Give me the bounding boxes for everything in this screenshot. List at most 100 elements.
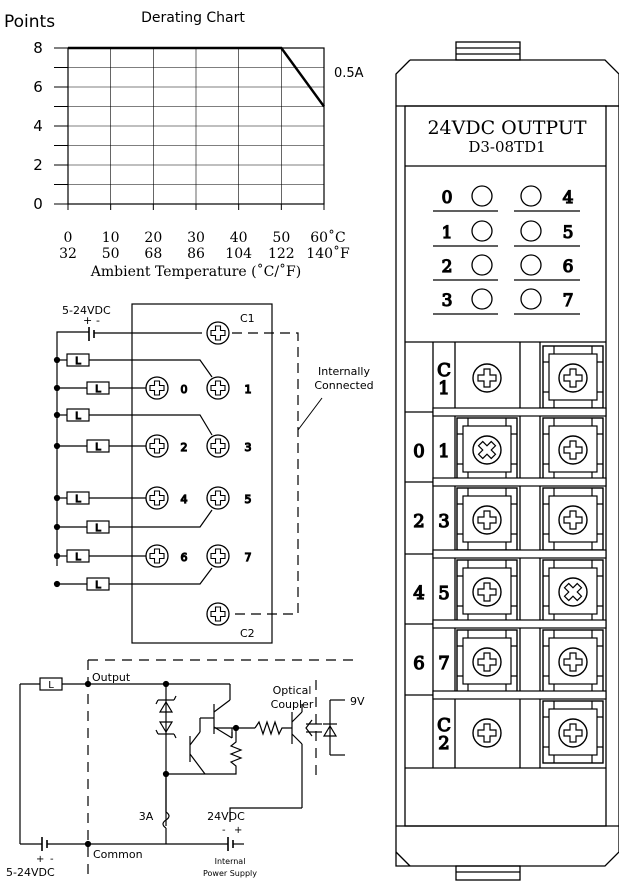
chart-y-tick-label: 8 <box>33 39 43 57</box>
module-row-inner-label: 5 <box>438 583 449 604</box>
wiring-internally-label: Internally <box>318 365 370 378</box>
module-row-inner-label: C <box>437 715 451 736</box>
chart-x-tick-label-f: 68 <box>144 246 162 262</box>
chart-x-tick-label-c: 20 <box>144 230 162 246</box>
wiring-terminal-screw <box>206 434 230 458</box>
chart-x-tick-label-f: 140˚F <box>306 245 350 262</box>
module-row-separator <box>432 477 607 487</box>
chart-x-tick-label-c: 50 <box>272 230 290 246</box>
chart-y-tick-label: 2 <box>33 156 43 174</box>
chart-x-tick-label-f: 86 <box>187 246 205 262</box>
wiring-terminal-screw <box>206 602 230 626</box>
wiring-terminal-label: 2 <box>181 441 188 454</box>
wiring-terminal-screw <box>206 486 230 510</box>
module-title: 24VDC OUTPUT <box>427 117 586 139</box>
module-terminal-screw <box>472 505 502 535</box>
wiring-terminal-label: 1 <box>245 383 252 396</box>
wiring-minus-label: - <box>96 314 100 327</box>
wiring-terminal-screw <box>206 544 230 568</box>
wiring-terminal-label: 5 <box>245 493 252 506</box>
module-terminal-screw <box>558 718 588 748</box>
module-terminal-screw <box>472 577 502 607</box>
module-terminal-screw <box>472 435 502 465</box>
chart-x-tick-label-f: 104 <box>225 246 252 262</box>
chart-grid <box>68 48 324 204</box>
schematic-fuse-label: 3A <box>139 810 154 823</box>
module-led-label-left: 0 <box>442 188 453 208</box>
wiring-load-label: L <box>75 552 81 563</box>
module-terminal-screw <box>558 647 588 677</box>
module-row-left-label: 0 <box>413 441 424 462</box>
wiring-lead <box>89 359 213 378</box>
wiring-module-outline <box>131 303 273 644</box>
chart-y-axis-label: Points <box>4 12 55 32</box>
wiring-terminal-label: 7 <box>245 551 252 564</box>
wiring-terminal-screw <box>145 376 169 400</box>
module-terminal-screw <box>558 363 588 393</box>
schematic-output-label: Output <box>92 671 131 684</box>
schematic-9v-label: 9V <box>350 695 365 708</box>
wiring-lead <box>109 567 213 585</box>
module-model: D3-08TD1 <box>468 138 545 156</box>
wiring-connected-label: Connected <box>314 379 373 392</box>
schematic-supply-plus: + <box>36 854 44 865</box>
schematic-optical-label: Optical <box>273 684 312 697</box>
chart-x-tick-label-f: 50 <box>102 246 120 262</box>
module-row-inner-label: 3 <box>438 511 449 532</box>
wiring-terminal-label: 6 <box>181 551 188 564</box>
module-row-inner-label: 1 <box>438 441 449 462</box>
wiring-terminal-screw <box>206 321 230 345</box>
chart-title: Derating Chart <box>141 10 245 26</box>
module-led-indicator <box>471 220 493 242</box>
schematic-coupler-label: Coupler <box>271 698 314 711</box>
module-led-indicator <box>520 254 542 276</box>
chart-y-tick-label: 6 <box>33 78 43 96</box>
wiring-diagram: 5-24VDC + - Internally Connected C1 C2 L… <box>53 303 374 644</box>
module-led-indicator <box>471 254 493 276</box>
module-led-label-left: 2 <box>442 257 453 277</box>
module-row-inner-label-2: 1 <box>438 378 449 399</box>
wiring-lead <box>109 509 213 528</box>
chart-series-line <box>68 46 325 108</box>
schematic-24vdc-minus: - <box>222 825 226 836</box>
module-led-indicator <box>520 220 542 242</box>
chart-x-tick-label-c: 40 <box>230 230 248 246</box>
wiring-terminal-screw <box>206 376 230 400</box>
module-led-label-left: 3 <box>442 291 453 311</box>
wiring-plus-label: + <box>83 314 92 327</box>
wiring-c2-label: C2 <box>240 627 255 640</box>
wiring-load-label: L <box>95 580 101 591</box>
schematic-internal-label: Internal <box>215 857 246 866</box>
chart-y-tick-label: 0 <box>33 195 43 213</box>
module-terminal-screw <box>558 505 588 535</box>
wiring-load-label: L <box>75 494 81 505</box>
schematic-24vdc-label: 24VDC <box>207 810 245 823</box>
module-terminal-screw <box>558 435 588 465</box>
wiring-terminal-screw <box>145 434 169 458</box>
chart-x-tick-label-f: 32 <box>59 246 77 262</box>
module-led-label-right: 4 <box>563 188 574 208</box>
wiring-terminal-label: 4 <box>181 493 188 506</box>
wiring-lead <box>89 414 213 436</box>
chart-series-label: 0.5A <box>334 66 364 81</box>
module-terminal-screw <box>472 647 502 677</box>
wiring-load-label: L <box>95 442 101 453</box>
module-row-inner-label-2: 2 <box>438 733 449 754</box>
module-row-left-label: 6 <box>413 653 424 674</box>
module-led-label-right: 5 <box>563 223 574 243</box>
wiring-terminal-label: 0 <box>181 383 188 396</box>
module-led-indicator <box>471 288 493 310</box>
schematic-supply-label: 5-24VDC <box>6 866 55 879</box>
schematic-common-label: Common <box>93 848 143 861</box>
module-led-label-right: 7 <box>563 291 574 311</box>
module-terminal-screw <box>558 577 588 607</box>
module-row-separator <box>432 407 607 417</box>
module-row-left-label: 2 <box>413 511 424 532</box>
module-row-inner-label: C <box>437 360 451 381</box>
chart-x-tick-label-c: 0 <box>64 230 73 246</box>
